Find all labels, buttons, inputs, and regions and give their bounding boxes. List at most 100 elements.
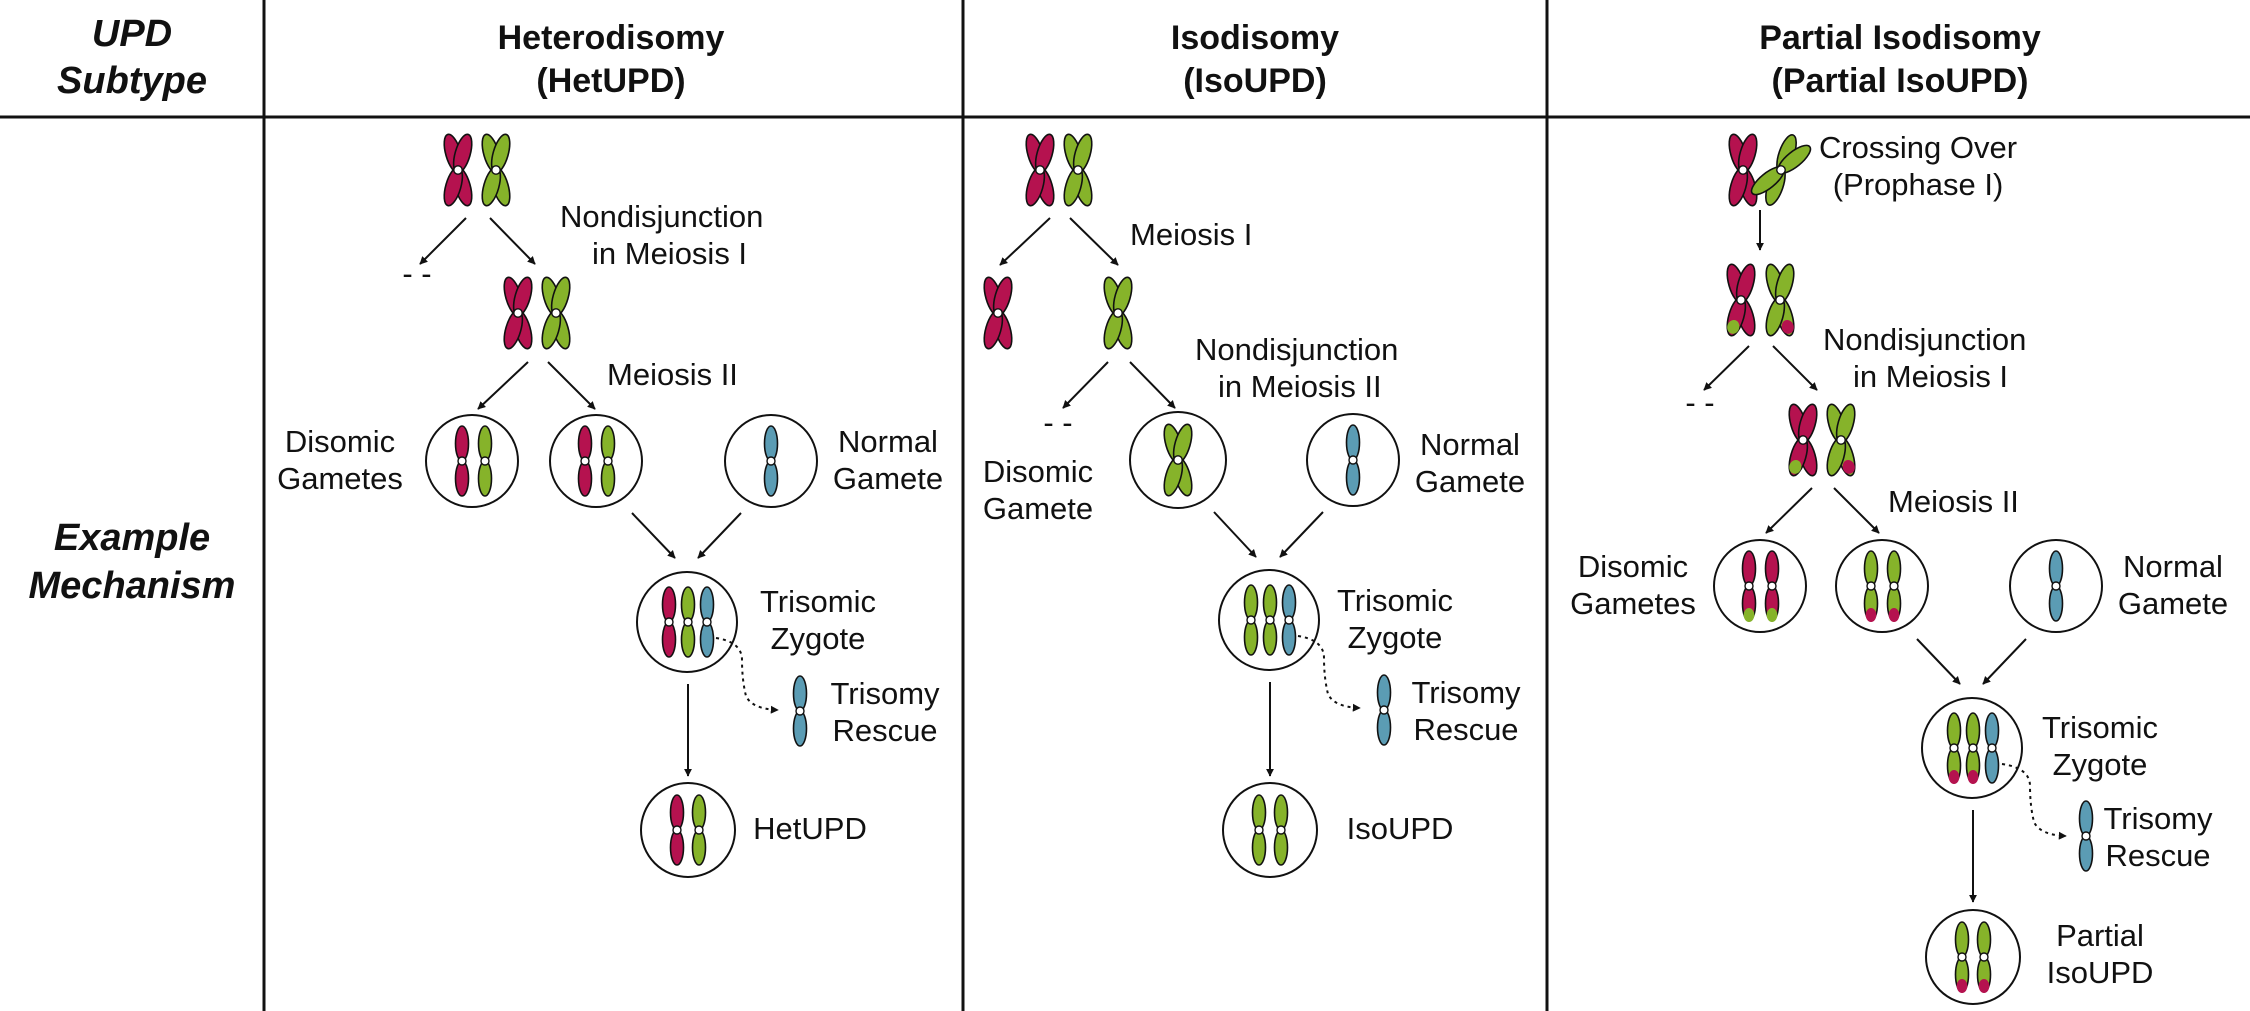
normal-gamete-label: Normal (838, 424, 938, 459)
chromosome-x (443, 133, 473, 207)
arrow (1916, 638, 1961, 685)
arrow (1279, 511, 1324, 558)
step-label: Nondisjunction (1195, 332, 1398, 367)
chromosome (577, 425, 593, 497)
step-label: in Meiosis I (1853, 359, 2008, 394)
chromosome (763, 425, 779, 497)
subtype-header-line1: UPD (92, 13, 172, 55)
chromosome-x (1826, 403, 1856, 477)
rescue-label: Trisomy (2103, 801, 2213, 836)
step-label: Nondisjunction (1823, 322, 2026, 357)
chromosome (1984, 712, 2000, 784)
arrow (1062, 361, 1109, 409)
normal-gamete (2009, 539, 2103, 633)
col2-header-line1: Isodisomy (1171, 19, 1339, 57)
chromosome-x (1765, 263, 1795, 337)
chromosome (600, 425, 616, 497)
zygote-label: Trisomic (760, 584, 876, 619)
arrow (489, 217, 536, 265)
recombined-pair (1726, 263, 1795, 337)
chromosome-x (1103, 276, 1133, 350)
chromosome (1273, 794, 1289, 866)
chromosome (680, 586, 696, 658)
arrow (999, 217, 1051, 266)
normal-gamete-label: Normal (2123, 549, 2223, 584)
mechanism-header-line2: Mechanism (29, 565, 236, 607)
rescue-arrow (1297, 635, 1361, 712)
result-label: Partial (2056, 918, 2144, 953)
chromosome (1863, 550, 1879, 622)
chromosome-x (983, 276, 1013, 350)
normal-gamete-label: Gamete (1415, 464, 1525, 499)
chromosome (2048, 550, 2064, 622)
column-header-partial-isodisomy: Partial Isodisomy (Partial IsoUPD) (1759, 19, 2041, 100)
empty-gamete-mark: - - (1043, 405, 1072, 440)
chromosome-x (1726, 263, 1756, 337)
nondisjunction-product (1788, 403, 1856, 477)
arrow (1069, 217, 1119, 266)
rescue-label: Trisomy (830, 676, 940, 711)
step-label: Crossing Over (1819, 130, 2017, 165)
step-label: Meiosis II (607, 357, 738, 392)
arrow (1765, 487, 1813, 534)
normal-gamete-label: Gamete (2118, 586, 2228, 621)
gametes-label: Disomic (1578, 549, 1688, 584)
chromosome (1886, 550, 1902, 622)
chromosome (477, 425, 493, 497)
disomic-gamete (425, 414, 519, 508)
col1-header-line2: (HetUPD) (536, 62, 685, 100)
arrow (631, 512, 676, 559)
iso-parent-pair (1025, 133, 1093, 207)
empty-gamete-mark: - - (1685, 385, 1714, 420)
chromosome (1243, 584, 1259, 656)
partial-isoupd-mechanism: Crossing Over (Prophase I) - - Nondisjun… (1570, 130, 2228, 1005)
chromosome (1764, 550, 1780, 622)
column-header-heterodisomy: Heterodisomy (HetUPD) (498, 19, 725, 100)
disomic-gamete (549, 414, 643, 508)
trisomic-zygote (1218, 569, 1320, 671)
isoupd-mechanism: Meiosis I - - Nondisjunction in Meiosis … (983, 133, 1525, 878)
normal-gamete-label: Normal (1420, 427, 1520, 462)
chromosome-x (1728, 133, 1758, 207)
rescued-chromosome (792, 675, 808, 747)
subtype-header-line2: Subtype (57, 60, 207, 102)
step-label: Meiosis I (1130, 217, 1252, 252)
rescued-chromosome (2078, 800, 2094, 872)
zygote-label: Zygote (2053, 747, 2148, 782)
het-meiosis-i-product (503, 276, 571, 350)
trisomic-zygote (636, 571, 738, 673)
row-header-subtype: UPD Subtype (57, 13, 207, 102)
chromosome-x (1750, 134, 1812, 206)
disomic-gamete (1129, 411, 1227, 509)
chromosome (1965, 712, 1981, 784)
disomic-gamete (1835, 539, 1929, 633)
empty-gamete-mark: - - (402, 256, 431, 291)
col1-header-line1: Heterodisomy (498, 19, 725, 57)
rescue-arrow (715, 637, 779, 714)
arrow (477, 361, 529, 410)
chromosome (699, 586, 715, 658)
row-header-mechanism: Example Mechanism (29, 517, 236, 607)
gametes-label: Gametes (1570, 586, 1696, 621)
rescue-label: Rescue (832, 713, 937, 748)
chromosome (1345, 424, 1361, 496)
chromosome (1262, 584, 1278, 656)
col3-header-line1: Partial Isodisomy (1759, 19, 2041, 57)
zygote-label: Trisomic (1337, 583, 1453, 618)
col2-header-line2: (IsoUPD) (1183, 62, 1327, 100)
arrow (419, 217, 467, 265)
chromosome (669, 794, 685, 866)
hetupd-mechanism: - - Nondisjunction in Meiosis I Meiosis … (277, 133, 943, 878)
arrow (1982, 638, 2027, 685)
chromosome-x (1025, 133, 1055, 207)
arrow (1129, 361, 1176, 409)
chromosome (1251, 794, 1267, 866)
rescue-arrow (2001, 763, 2067, 840)
arrow (1703, 345, 1750, 391)
step-label: (Prophase I) (1833, 167, 2004, 202)
chromosome (454, 425, 470, 497)
gamete-label: Disomic (983, 454, 1093, 489)
step-label: in Meiosis I (592, 236, 747, 271)
